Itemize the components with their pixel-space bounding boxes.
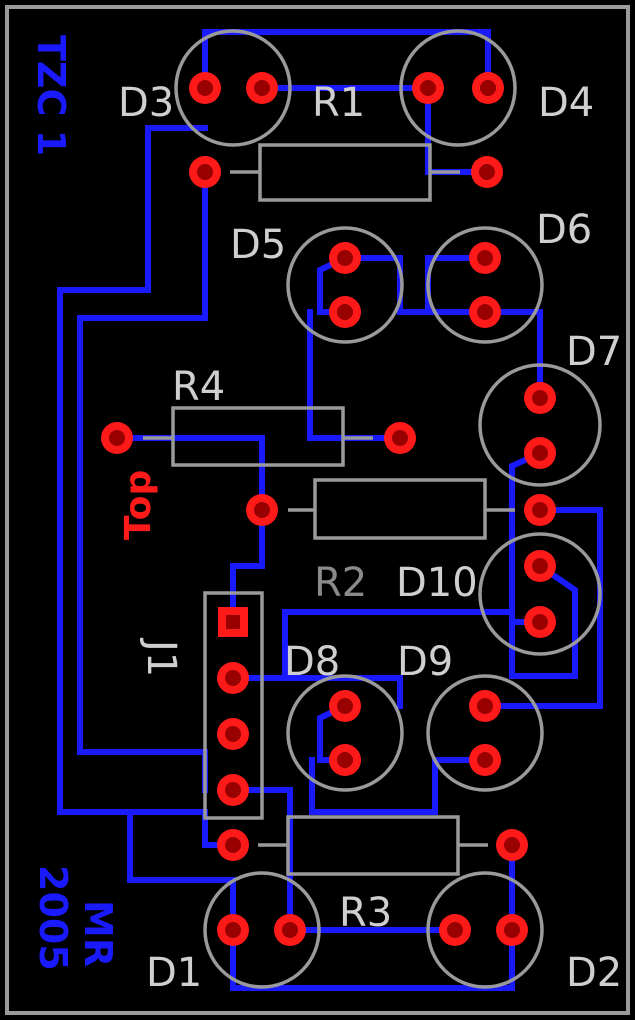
r3-pad-left <box>217 829 249 861</box>
label-d10: D10 <box>396 560 478 606</box>
d5-pad-2 <box>329 296 361 328</box>
board-outline <box>5 5 630 1015</box>
d9-outline <box>426 674 544 792</box>
r2-pad-right <box>524 494 556 526</box>
d1-pad-2 <box>274 914 306 946</box>
label-r3: R3 <box>339 890 392 936</box>
d8-pad-1 <box>329 690 361 722</box>
d5-outline <box>286 226 404 344</box>
mirrored-title: TZC 1 <box>29 35 73 156</box>
j1-pad-3 <box>217 718 249 750</box>
d1-outline <box>203 871 321 989</box>
d4-outline <box>399 29 517 147</box>
label-d6: D6 <box>536 207 592 253</box>
top-marker: Top <box>118 470 159 540</box>
d9-pad-2 <box>469 744 501 776</box>
d8-pad-2 <box>329 744 361 776</box>
d8-outline <box>286 674 404 792</box>
d7-pad-2 <box>524 437 556 469</box>
d2-pad-1 <box>439 914 471 946</box>
label-r2: R2 <box>314 560 367 606</box>
d2-outline <box>426 871 544 989</box>
r3-body <box>286 815 460 876</box>
r4-pad-right <box>384 422 416 454</box>
d9-pad-1 <box>469 690 501 722</box>
label-d5: D5 <box>230 222 286 268</box>
r3-pad-right <box>496 829 528 861</box>
component-labels: D3 R1 D4 D5 D6 D7 R4 R2 D10 D8 D9 R3 D1 … <box>118 80 622 996</box>
r1-pad-left <box>189 156 221 188</box>
d2-pad-2 <box>496 914 528 946</box>
d3-pad-2 <box>246 72 278 104</box>
d1-pad-1 <box>217 914 249 946</box>
mirrored-credit-year: 2005 <box>31 865 75 971</box>
j1-pad-4 <box>217 774 249 806</box>
d7-outline <box>478 363 602 487</box>
d10-pad-1 <box>524 550 556 582</box>
d3-outline <box>174 29 292 147</box>
label-d8: D8 <box>284 639 340 685</box>
d6-outline <box>426 226 544 344</box>
d4-pad-2 <box>472 72 504 104</box>
label-d9: D9 <box>397 639 453 685</box>
d10-outline <box>478 532 602 656</box>
d7-pad-1 <box>524 382 556 414</box>
j1-outline <box>203 591 264 820</box>
r2-body <box>313 478 487 540</box>
label-r4: R4 <box>172 364 225 410</box>
label-r1: R1 <box>312 80 365 126</box>
r2-pad-left <box>246 494 278 526</box>
label-j1: J1 <box>138 637 184 677</box>
d4-pad-1 <box>412 72 444 104</box>
d3-pad-1 <box>189 72 221 104</box>
label-d2: D2 <box>566 950 622 996</box>
r4-pad-left <box>101 422 133 454</box>
label-d4: D4 <box>538 80 594 126</box>
pads <box>101 72 556 946</box>
silkscreen <box>143 29 602 989</box>
label-d1: D1 <box>146 950 202 996</box>
label-d3: D3 <box>118 80 174 126</box>
label-d7: D7 <box>566 329 622 375</box>
r1-body <box>258 143 432 202</box>
j1-pad-2 <box>217 662 249 694</box>
d5-pad-1 <box>329 242 361 274</box>
d10-pad-2 <box>524 606 556 638</box>
mirrored-credit-initials: MR <box>76 900 120 967</box>
r1-pad-right <box>471 156 503 188</box>
d6-pad-2 <box>469 296 501 328</box>
d6-pad-1 <box>469 242 501 274</box>
